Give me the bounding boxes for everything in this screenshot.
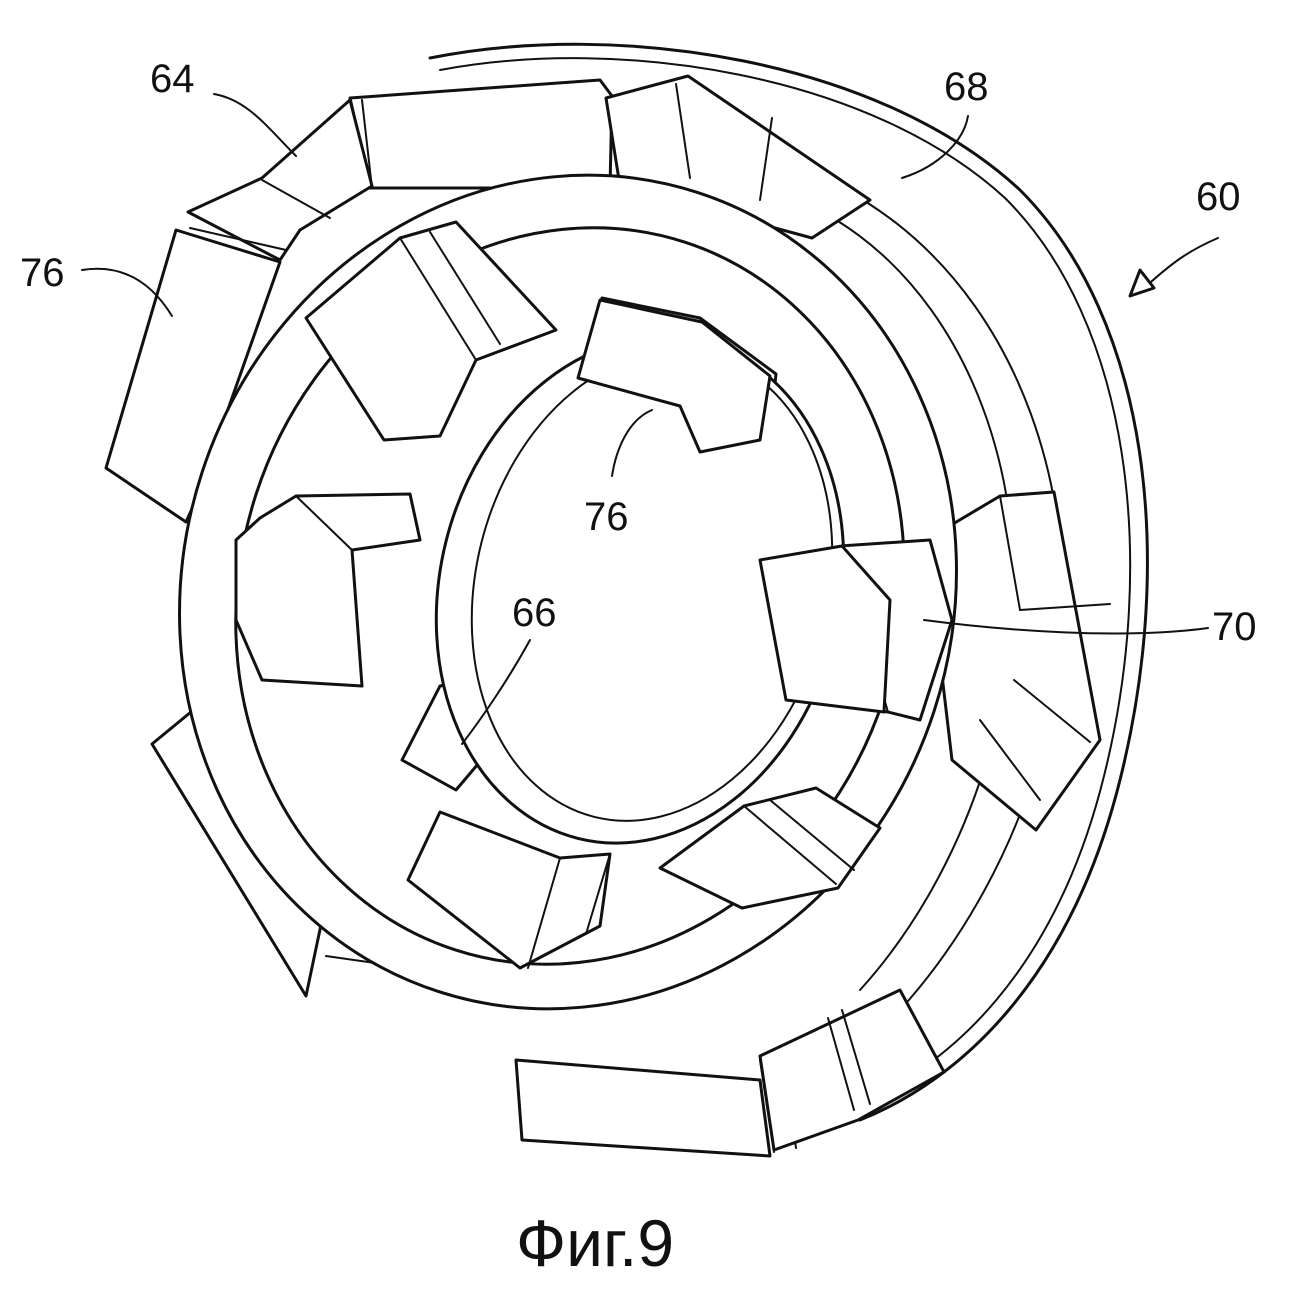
label-66: 66 bbox=[512, 591, 557, 635]
label-76-left: 76 bbox=[20, 251, 65, 295]
outer-tabs bbox=[104, 74, 1111, 1158]
reference-numerals: 64 68 60 76 76 66 70 bbox=[20, 57, 1257, 649]
label-60: 60 bbox=[1196, 175, 1241, 219]
label-68: 68 bbox=[944, 65, 989, 109]
central-hub bbox=[434, 298, 892, 845]
leader-lines bbox=[81, 93, 1219, 745]
figure-caption: Фиг.9 bbox=[516, 1206, 674, 1280]
label-70: 70 bbox=[1212, 605, 1257, 649]
label-76-center: 76 bbox=[584, 495, 629, 539]
label-64: 64 bbox=[150, 57, 195, 101]
